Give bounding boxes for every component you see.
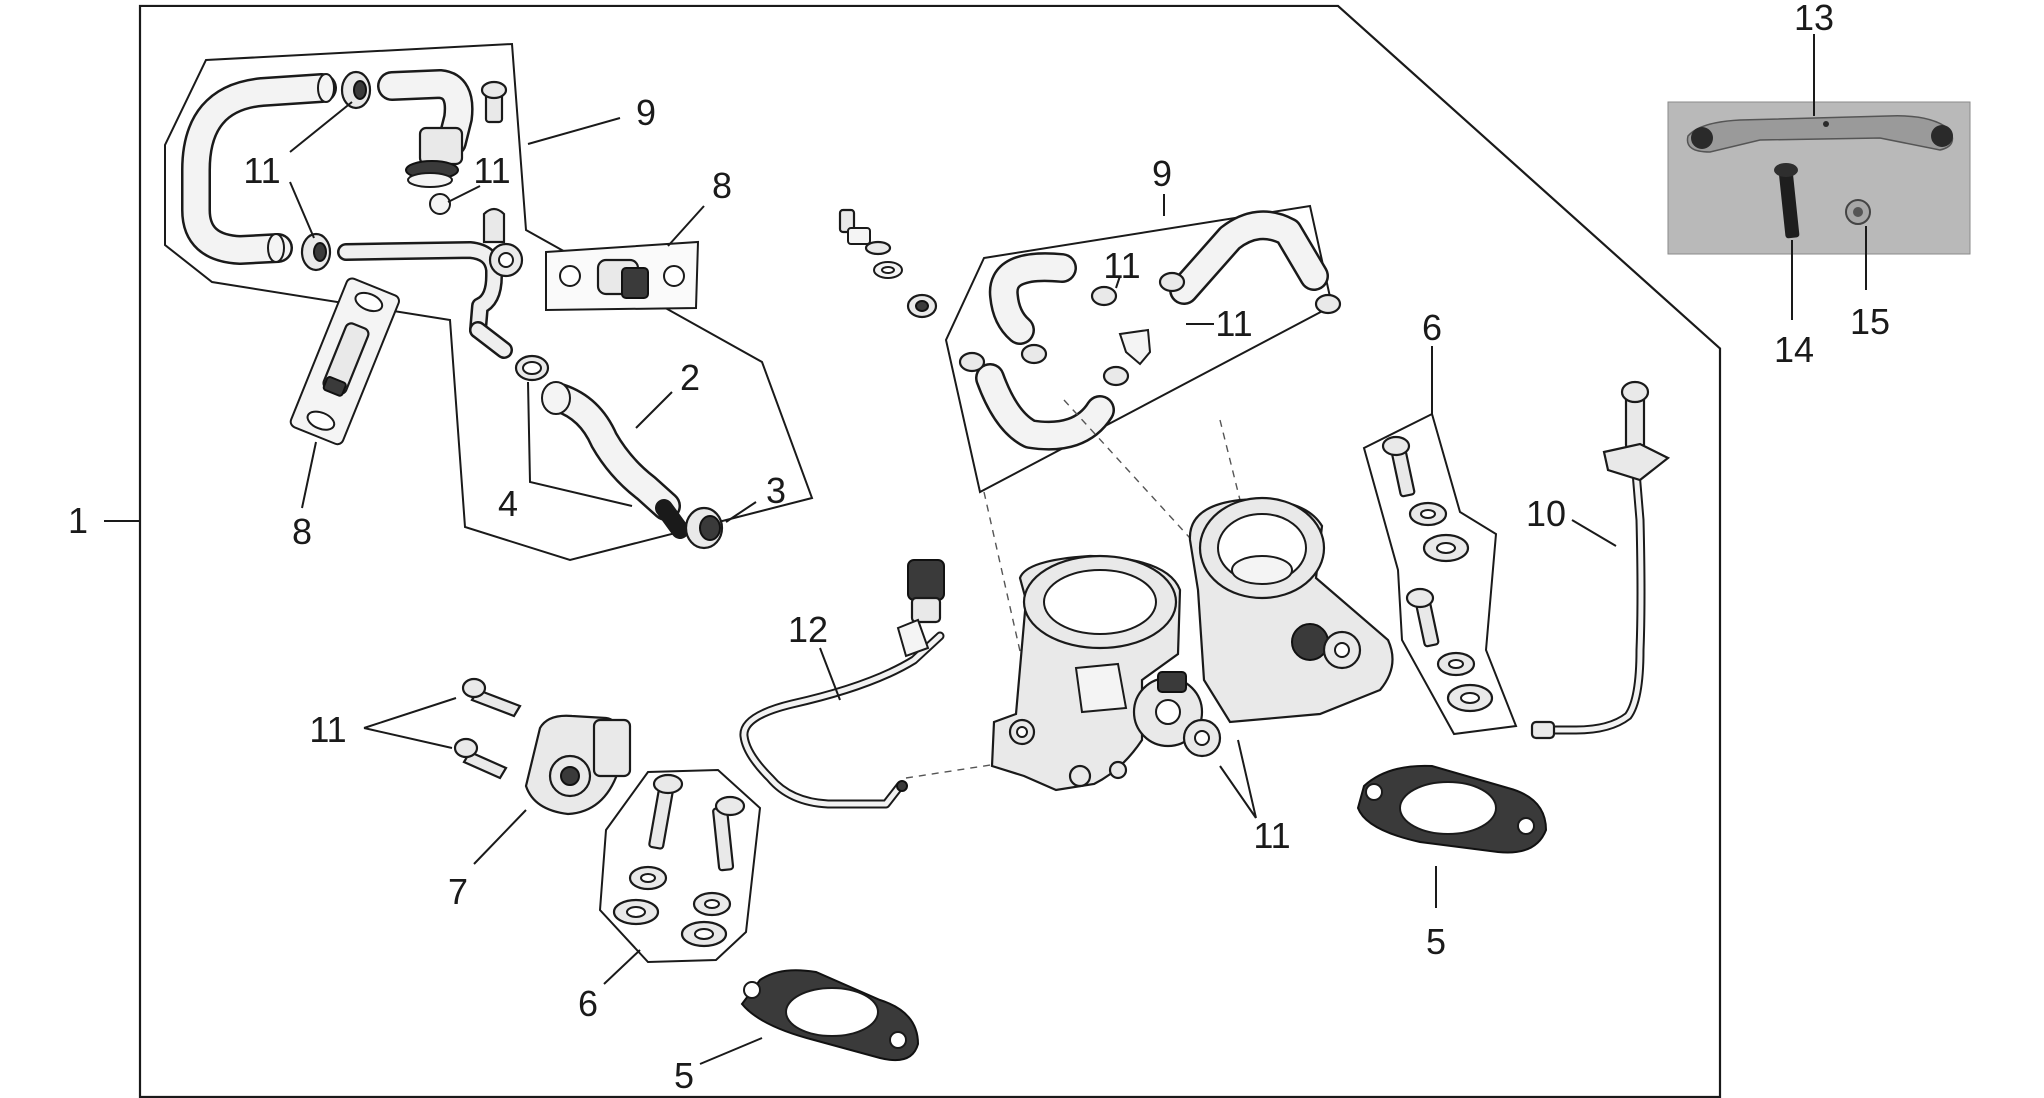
screw-tps-lower bbox=[453, 737, 508, 780]
screw-kit-lower-parts bbox=[612, 773, 746, 948]
callout-2: 2 bbox=[680, 357, 700, 398]
vent-hose-u bbox=[181, 73, 337, 265]
intake-gasket-right bbox=[1356, 764, 1548, 854]
screw-kit-outline-lower bbox=[598, 768, 762, 964]
leader-11-c bbox=[1115, 275, 1121, 289]
bracket-plate-center bbox=[545, 240, 700, 312]
temperature-sensor bbox=[838, 208, 938, 319]
throttle-hose bbox=[541, 381, 681, 521]
breather-pipe bbox=[337, 207, 524, 359]
leader-11-f bbox=[363, 697, 457, 749]
screw-small bbox=[480, 80, 508, 124]
hose-clamp-lower bbox=[300, 232, 332, 272]
dashed-assembly-lines bbox=[905, 399, 1241, 779]
screw-kit-right-parts bbox=[1381, 435, 1494, 713]
leader-6-a bbox=[603, 949, 641, 985]
leader-10 bbox=[1571, 519, 1617, 547]
callout-11-c: 11 bbox=[1103, 245, 1140, 286]
callout-5-a: 5 bbox=[674, 1055, 694, 1096]
callout-8-b: 8 bbox=[712, 165, 732, 206]
callout-10: 10 bbox=[1526, 493, 1566, 534]
leader-12 bbox=[819, 647, 841, 701]
callout-9-b: 9 bbox=[1152, 153, 1172, 194]
leader-11-e bbox=[1219, 739, 1257, 819]
callout-5-b: 5 bbox=[1426, 921, 1446, 962]
callout-8-a: 8 bbox=[292, 511, 312, 552]
callout-11-a: 11 bbox=[243, 150, 280, 191]
cap-small bbox=[429, 193, 451, 215]
vent-hose-short bbox=[377, 69, 474, 188]
leader-11-b bbox=[447, 185, 481, 203]
callout-12: 12 bbox=[788, 609, 828, 650]
throttle-body bbox=[990, 496, 1394, 792]
callout-9-a: 9 bbox=[636, 92, 656, 133]
callout-4: 4 bbox=[498, 483, 518, 524]
intake-gasket-lower bbox=[740, 969, 920, 1062]
fuel-pipe-10 bbox=[1530, 380, 1671, 740]
hose-kit-outline-left bbox=[164, 42, 814, 562]
callout-14: 14 bbox=[1774, 329, 1814, 370]
callout-6-a: 6 bbox=[578, 983, 598, 1024]
callout-7: 7 bbox=[448, 871, 468, 912]
callout-11-d: 11 bbox=[1215, 303, 1252, 344]
leader-11-a2 bbox=[289, 181, 315, 239]
leader-8-a bbox=[301, 441, 317, 509]
screw-tps-upper bbox=[461, 677, 522, 718]
callout-11-e: 11 bbox=[1253, 815, 1290, 856]
hose-clamp-2-inner bbox=[522, 361, 542, 375]
callout-11-b: 11 bbox=[473, 150, 510, 191]
leader-7 bbox=[473, 809, 527, 865]
hose-kit-center-hoses bbox=[958, 210, 1342, 451]
leader-11-a1 bbox=[289, 101, 353, 153]
leader-5-a bbox=[699, 1037, 763, 1065]
callout-1: 1 bbox=[68, 500, 88, 541]
bracket-plate-left bbox=[289, 277, 400, 446]
callout-15: 15 bbox=[1850, 301, 1890, 342]
callout-11-f: 11 bbox=[309, 709, 346, 750]
sensor-cable bbox=[739, 559, 945, 809]
leader-8-b bbox=[667, 205, 705, 247]
screw-kit-outline-right bbox=[1362, 412, 1518, 736]
bracket-photo-inset bbox=[1667, 101, 1971, 255]
callout-6-b: 6 bbox=[1422, 307, 1442, 348]
hose-clamp-upper bbox=[340, 70, 372, 110]
leader-9-a bbox=[527, 117, 621, 145]
callout-3: 3 bbox=[766, 470, 786, 511]
leader-4 bbox=[527, 381, 633, 507]
elbow-fitting-3 bbox=[655, 499, 724, 550]
leader-2 bbox=[635, 391, 673, 429]
callout-13: 13 bbox=[1794, 0, 1834, 38]
throttle-position-sensor bbox=[524, 714, 632, 816]
leader-3 bbox=[725, 501, 757, 523]
assembly-frame bbox=[138, 4, 1722, 1098]
